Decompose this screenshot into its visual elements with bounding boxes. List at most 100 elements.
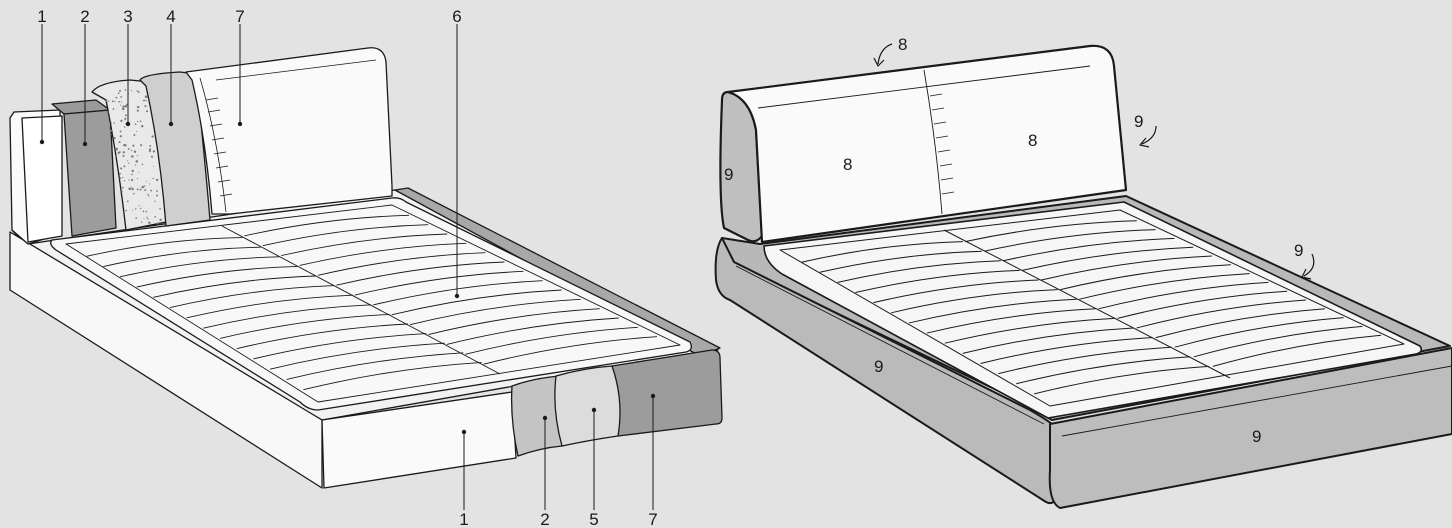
foam-dot [106,111,109,114]
foam-dot [127,160,129,162]
slat [1212,334,1382,367]
slat [964,220,1137,243]
slat [1117,290,1288,319]
foam-dot [128,162,130,164]
slat [465,326,638,355]
foam-dot [131,173,133,176]
foam-dot [135,130,138,133]
foam-dot [133,150,137,153]
foam-dot [124,89,127,91]
slat [303,361,482,391]
part-label: 8 [1028,131,1037,150]
foam-dot [138,91,140,94]
foam-dot [120,101,122,103]
foam-dot [142,210,145,213]
foam-dot [121,190,123,193]
foam-dot [122,154,125,157]
slat [354,270,524,296]
foam-dot [114,100,116,103]
foam-dot [140,221,143,223]
foam-dot [108,127,111,129]
foam-dot [122,151,126,154]
foam-dot [126,103,128,106]
foam-dot [123,126,126,128]
foam-dot [133,192,135,195]
foam-dot [113,122,115,124]
foam-dot [120,167,123,170]
foam-dot [113,137,116,140]
slat [1174,317,1344,348]
foam-dot [150,189,153,192]
slat [236,323,409,350]
foam-dot [111,100,114,103]
foam-dot [156,222,159,225]
foam-dot [149,148,152,151]
foam-dot [155,178,159,182]
slat [391,289,562,316]
mattress-center [943,229,1231,379]
callout-label: 4 [166,7,175,26]
foam-dot [119,130,122,133]
slat [984,229,1156,252]
foam-dot [136,188,139,191]
base-long-side [714,237,1057,505]
slat [801,241,963,263]
foam-dot [139,120,142,122]
foam-dot [112,108,115,111]
foam-dot [119,172,121,175]
foam-dot [105,100,108,102]
foam-dot [141,185,144,189]
foam-dot [151,135,154,138]
right-slats [801,220,1382,395]
foam-dot [159,218,162,221]
foam-dot [122,105,125,108]
foam-dot [140,207,142,210]
base-front-panel [321,391,517,489]
slat [253,333,427,360]
slat [262,224,429,247]
mattress-inner [779,209,1405,407]
slat [336,261,505,286]
slat [186,294,353,319]
foam-dot [124,119,126,121]
corner-piece-2 [510,375,563,457]
left-slats [86,214,657,391]
slat [1098,281,1269,310]
headboard-tufts [929,93,955,195]
callout-label: 1 [459,510,468,528]
base-front [1048,347,1452,509]
callout-label: 2 [80,7,89,26]
slat [1193,325,1363,358]
headboard-pad-4 [139,71,211,227]
callout-label: 5 [589,510,598,528]
foam-dot [122,176,124,179]
right-bed-view [714,43,1452,509]
foam-dot [119,135,122,138]
foam-dot [131,171,133,173]
foam-dot [152,165,155,167]
foam-dot [120,119,123,123]
slat [86,237,243,257]
foam-dot [133,134,136,136]
slat [1136,299,1307,329]
slat [286,352,464,380]
foam-dot [115,96,118,99]
right-labels: 8 9 8 8 9 9 9 9 [724,35,1303,446]
foam-dot [128,179,130,181]
foam-dot [144,95,148,98]
foam-dot [135,160,139,163]
slat [1016,356,1191,385]
slat [1155,308,1325,339]
slat [855,269,1020,294]
foam-dot [132,209,134,211]
foam-dot [149,183,151,185]
foam-dot [118,141,121,144]
slat-frame [50,197,692,411]
slat [1041,255,1213,281]
foam-dot [119,104,122,106]
slat [119,256,280,278]
base-left-side [9,231,323,489]
foam-dot [127,200,129,203]
foam-dot [124,144,127,147]
